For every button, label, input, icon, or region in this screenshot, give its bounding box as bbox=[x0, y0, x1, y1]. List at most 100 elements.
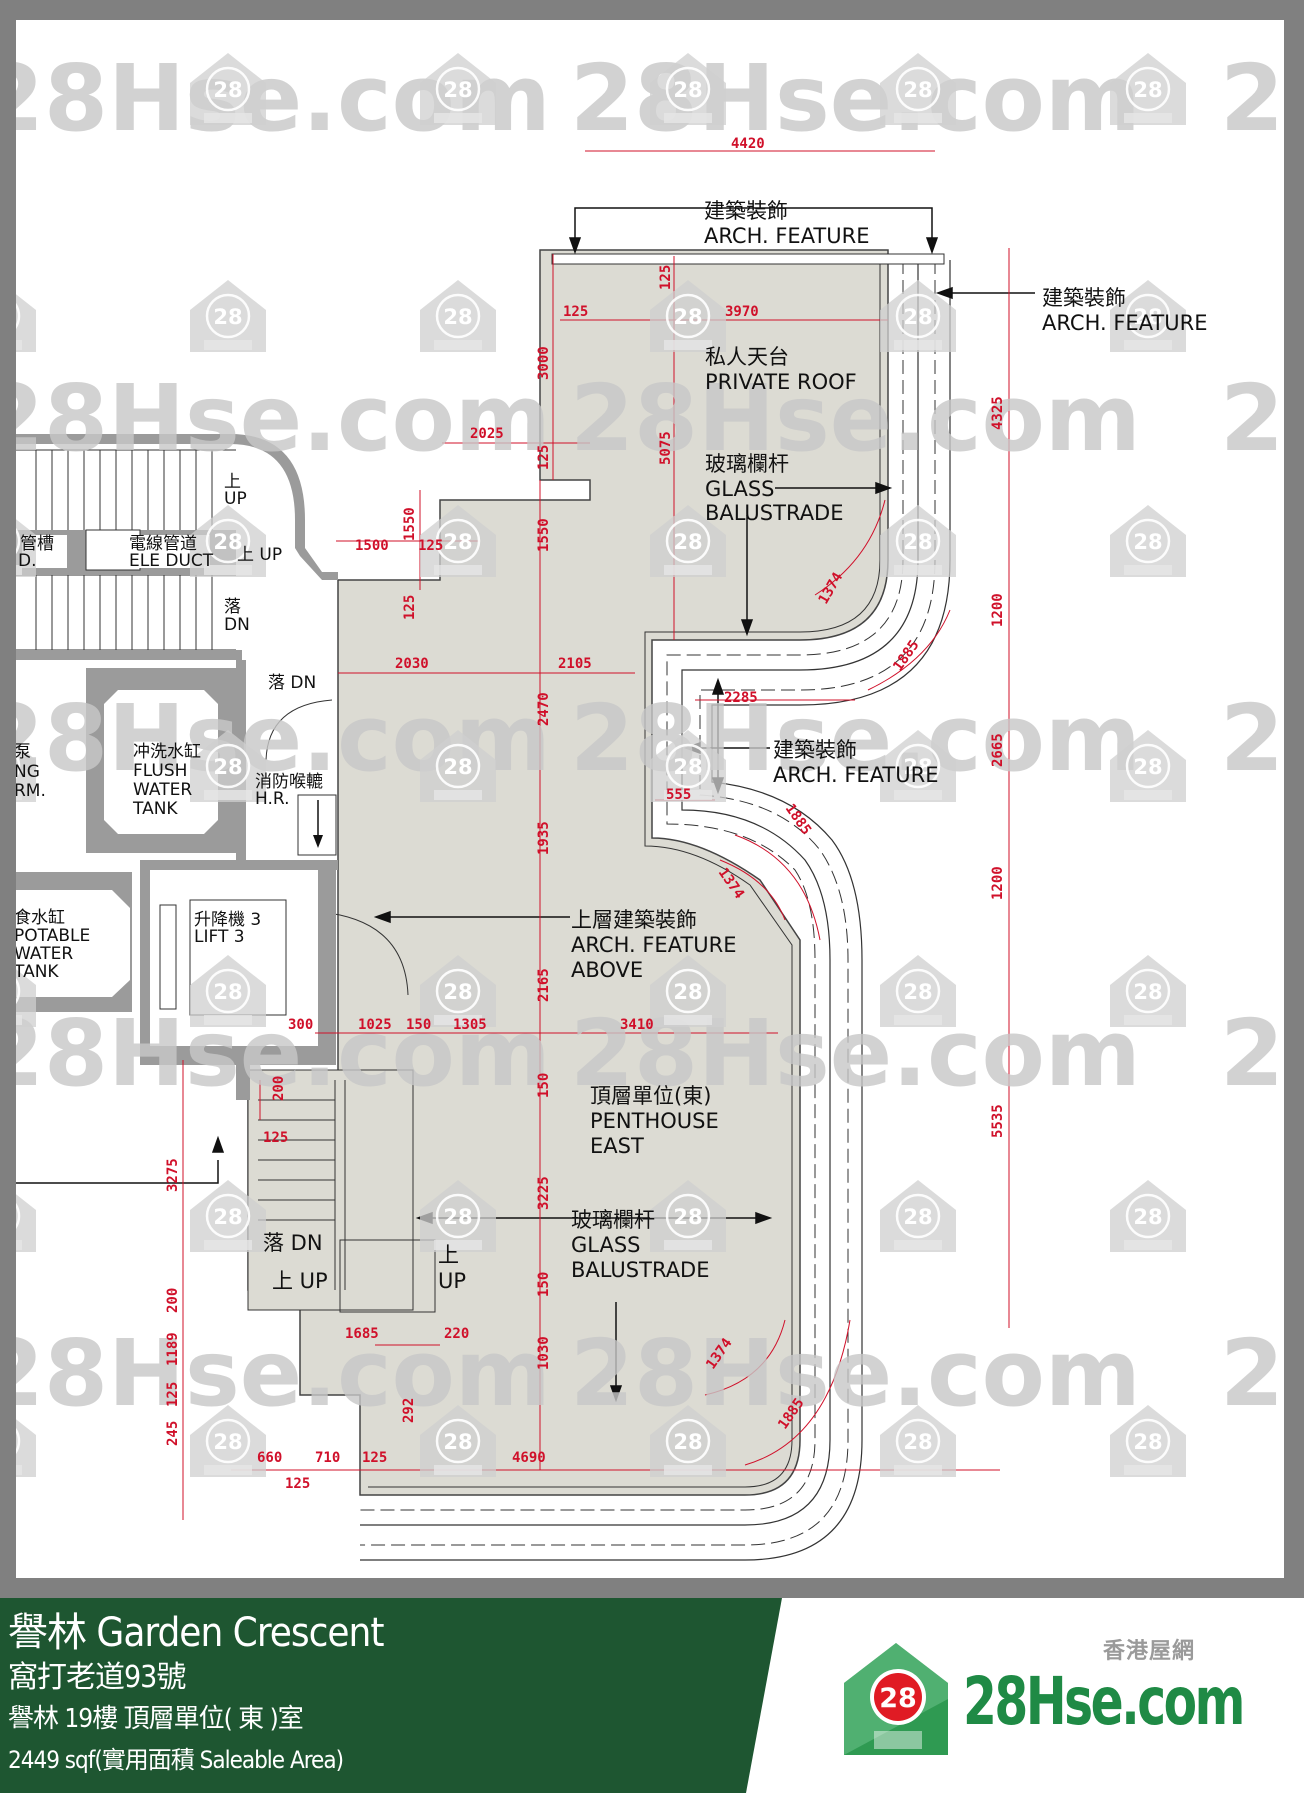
unit-description: 譽林 19樓 頂層單位( 東 )室 bbox=[8, 1704, 304, 1734]
dim-4690: 4690 bbox=[512, 1450, 546, 1466]
dim-125: 125 bbox=[263, 1130, 288, 1146]
floor-plan: 28 bbox=[16, 45, 1284, 1561]
logo-chinese-text: 香港屋網 bbox=[1103, 1639, 1196, 1664]
label-potable-tank-en1: POTABLE bbox=[16, 926, 90, 946]
label-stair-up-3: 上 UP bbox=[272, 1269, 328, 1293]
dim-125: 125 bbox=[536, 445, 552, 470]
dim-150: 150 bbox=[406, 1017, 431, 1033]
floor-plan-sheet: 28 bbox=[16, 20, 1284, 1578]
label-flush-tank-en3: TANK bbox=[132, 799, 178, 819]
watermark-text: 28Hse.com bbox=[16, 365, 551, 472]
label-pipe-duct-cn: 管槽 bbox=[20, 534, 54, 554]
label-potable-tank-en2: WATER bbox=[16, 944, 73, 964]
dim-555: 555 bbox=[666, 787, 691, 803]
dim-arc-1885: 1885 bbox=[782, 801, 814, 838]
label-ele-duct-cn: 電線管道 bbox=[129, 534, 197, 554]
dim-125: 125 bbox=[658, 265, 674, 290]
label-flush-tank-en1: FLUSH bbox=[133, 761, 187, 781]
dim-2025: 2025 bbox=[470, 426, 504, 442]
label-potable-tank-cn: 食水缸 bbox=[16, 907, 65, 928]
dim-1305: 1305 bbox=[453, 1017, 487, 1033]
dim-125: 125 bbox=[563, 304, 588, 320]
info-banner: 譽林 Garden Crescent 窩打老道93號 譽林 19樓 頂層單位( … bbox=[0, 1598, 782, 1793]
dim-660: 660 bbox=[257, 1450, 282, 1466]
watermark-text: 28Hse.com bbox=[1220, 1320, 1284, 1427]
label-pipe-duct-en: D. bbox=[18, 551, 37, 571]
dim-1550: 1550 bbox=[402, 507, 418, 541]
label-arch-feature-mid-en: ARCH. FEATURE bbox=[773, 763, 939, 787]
label-glass-balustrade-top-cn: 玻璃欄杆 bbox=[705, 452, 789, 476]
dim-5535: 5535 bbox=[990, 1104, 1006, 1138]
dim-1500: 1500 bbox=[355, 538, 389, 554]
label-stair-up-1-cn: 上 bbox=[224, 472, 241, 492]
dim-3225: 3225 bbox=[536, 1176, 552, 1210]
dim-125: 125 bbox=[285, 1476, 310, 1492]
saleable-area: 2449 sqf(實用面積 Saleable Area) bbox=[8, 1746, 344, 1774]
watermark-text: 28Hse.com bbox=[570, 1320, 1141, 1427]
label-hose-reel-en: H.R. bbox=[255, 789, 290, 809]
label-arch-feature-top-cn: 建築裝飾 bbox=[704, 199, 788, 223]
dim-3000: 3000 bbox=[536, 346, 552, 380]
property-address: 窩打老道93號 bbox=[8, 1660, 186, 1695]
dim-300: 300 bbox=[288, 1017, 313, 1033]
dim-150: 150 bbox=[536, 1272, 552, 1297]
dim-3410: 3410 bbox=[620, 1017, 654, 1033]
dim-2285: 2285 bbox=[724, 690, 758, 706]
dim-125: 125 bbox=[418, 538, 443, 554]
dim-125: 125 bbox=[165, 1382, 181, 1407]
dim-3275: 3275 bbox=[165, 1158, 181, 1192]
dim-3970: 3970 bbox=[725, 304, 759, 320]
logo-badge-text: 28 bbox=[879, 1683, 917, 1714]
label-pump-room-cn: 泵 bbox=[16, 742, 31, 762]
watermark-text-row: 28Hse.com 28Hse.com 28Hse.com 28Hse.com … bbox=[16, 45, 1284, 1427]
property-title: 譽林 Garden Crescent bbox=[8, 1610, 384, 1656]
dim-4325: 4325 bbox=[990, 396, 1006, 430]
watermark-text: 28Hse.com bbox=[16, 1320, 551, 1427]
room-labels: 建築裝飾 ARCH. FEATURE 建築裝飾 ARCH. FEATURE 私人… bbox=[16, 199, 1208, 1293]
dim-2105: 2105 bbox=[558, 656, 592, 672]
dim-arc-1885: 1885 bbox=[890, 637, 922, 674]
label-glass-balustrade-bottom-en1: GLASS bbox=[571, 1233, 640, 1257]
label-private-roof-cn: 私人天台 bbox=[705, 345, 789, 369]
dim-220: 220 bbox=[444, 1326, 469, 1342]
label-arch-feature-above-cn: 上層建築裝飾 bbox=[571, 908, 697, 932]
dim-125: 125 bbox=[362, 1450, 387, 1466]
label-stair-up-4-cn: 上 bbox=[438, 1243, 459, 1267]
label-pump-room-en2: RM. bbox=[16, 781, 46, 801]
site-logo[interactable]: 28 香港屋網 28Hse.com bbox=[838, 1633, 1245, 1763]
label-hose-reel-cn: 消防喉轆 bbox=[255, 772, 323, 792]
label-stair-dn-2: 落 DN bbox=[268, 673, 316, 693]
label-arch-feature-right-cn: 建築裝飾 bbox=[1042, 286, 1126, 310]
watermark-text: 28Hse.com bbox=[1220, 1000, 1284, 1107]
watermark-text: 28Hse.com bbox=[570, 365, 1141, 472]
dim-1200: 1200 bbox=[990, 866, 1006, 900]
dim-1200: 1200 bbox=[990, 593, 1006, 627]
label-arch-feature-above-en2: ABOVE bbox=[571, 958, 643, 982]
label-glass-balustrade-top-en2: BALUSTRADE bbox=[705, 501, 844, 525]
dim-245: 245 bbox=[165, 1421, 181, 1446]
label-penthouse-cn: 頂層單位(東) bbox=[590, 1084, 711, 1108]
dim-200: 200 bbox=[271, 1076, 287, 1101]
dim-2165: 2165 bbox=[536, 968, 552, 1002]
dim-5075: 5075 bbox=[658, 431, 674, 465]
label-arch-feature-mid-cn: 建築裝飾 bbox=[773, 738, 857, 762]
label-penthouse-en1: PENTHOUSE bbox=[590, 1109, 719, 1133]
label-stair-up-4-en: UP bbox=[438, 1269, 466, 1293]
label-glass-balustrade-top-en1: GLASS bbox=[705, 477, 774, 501]
label-arch-feature-right-en: ARCH. FEATURE bbox=[1042, 311, 1208, 335]
dim-200: 200 bbox=[165, 1288, 181, 1313]
dim-2470: 2470 bbox=[536, 692, 552, 726]
core-area bbox=[16, 434, 436, 1313]
watermark-text: 28Hse.com bbox=[1220, 365, 1284, 472]
house-logo-icon: 28 bbox=[844, 1643, 948, 1755]
dim-125: 125 bbox=[402, 595, 418, 620]
dim-150: 150 bbox=[536, 1073, 552, 1098]
logo-wordmark: 28Hse.com bbox=[963, 1663, 1245, 1740]
label-private-roof-en: PRIVATE ROOF bbox=[705, 370, 857, 394]
dim-292: 292 bbox=[401, 1398, 417, 1423]
dim-4420: 4420 bbox=[731, 136, 765, 152]
dim-1550: 1550 bbox=[536, 518, 552, 552]
dim-1935: 1935 bbox=[536, 821, 552, 855]
label-glass-balustrade-bottom-cn: 玻璃欄杆 bbox=[571, 1208, 655, 1232]
dim-1685: 1685 bbox=[345, 1326, 379, 1342]
